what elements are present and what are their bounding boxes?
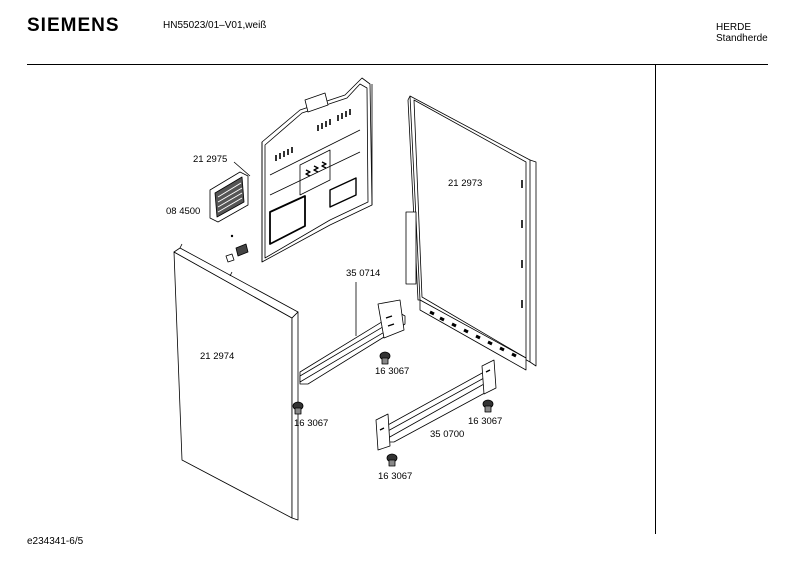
part-label-front-rail: 35 0700 xyxy=(430,429,464,440)
adjustable-foot[interactable] xyxy=(379,351,391,365)
part-label-foot: 16 3067 xyxy=(294,418,328,429)
category-subtitle: Standherde xyxy=(716,33,768,44)
adjustable-foot[interactable] xyxy=(386,453,398,467)
document-id: e234341-6/5 xyxy=(27,536,84,547)
part-label-rear-rail: 35 0714 xyxy=(346,268,380,279)
side-divider xyxy=(655,64,656,534)
part-label-back-panel: 21 2975 xyxy=(193,154,227,165)
left-side-panel[interactable] xyxy=(173,243,299,521)
adjustable-foot[interactable] xyxy=(292,401,304,415)
model-number: HN55023/01–V01,weiß xyxy=(163,20,267,31)
part-label-right-side-panel: 21 2973 xyxy=(448,178,482,189)
part-label-vent-grille: 08 4500 xyxy=(166,206,200,217)
leader-line xyxy=(233,161,251,177)
back-panel[interactable] xyxy=(261,77,373,263)
brand-logo: SIEMENS xyxy=(27,15,120,36)
front-rail[interactable] xyxy=(375,359,497,451)
right-side-panel[interactable] xyxy=(405,95,537,371)
mounting-clip xyxy=(225,234,249,263)
part-label-left-side-panel: 21 2974 xyxy=(200,351,234,362)
part-label-foot: 16 3067 xyxy=(468,416,502,427)
part-label-foot: 16 3067 xyxy=(378,471,412,482)
vent-grille[interactable] xyxy=(209,171,249,223)
rear-rail[interactable] xyxy=(299,299,406,385)
part-label-foot: 16 3067 xyxy=(375,366,409,377)
adjustable-foot[interactable] xyxy=(482,399,494,413)
header-divider xyxy=(27,64,768,65)
category-title: HERDE xyxy=(716,22,752,33)
